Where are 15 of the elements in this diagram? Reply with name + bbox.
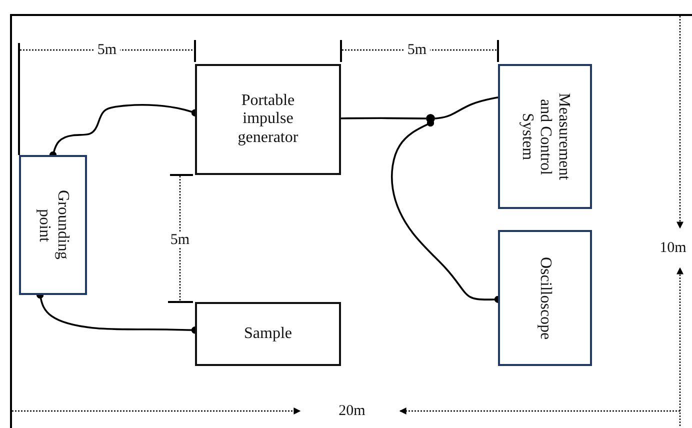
junction-dot	[426, 114, 435, 123]
dimension-label: 5m	[404, 42, 430, 58]
cable	[434, 96, 498, 120]
grounding-box	[19, 155, 87, 295]
dimension-label: 5m	[94, 42, 120, 58]
node-label: Sample	[244, 324, 292, 344]
generator-box	[195, 64, 341, 175]
node-label: Oscilloscope	[536, 256, 554, 340]
node-label: Portable impulse generator	[236, 92, 300, 148]
cable	[341, 117, 426, 120]
sample-box	[195, 302, 341, 366]
node-label: Grounding point	[35, 189, 72, 262]
oscilloscope-box	[498, 230, 592, 366]
system-box	[498, 64, 592, 209]
node-label: Measurement and Control System	[518, 92, 573, 182]
